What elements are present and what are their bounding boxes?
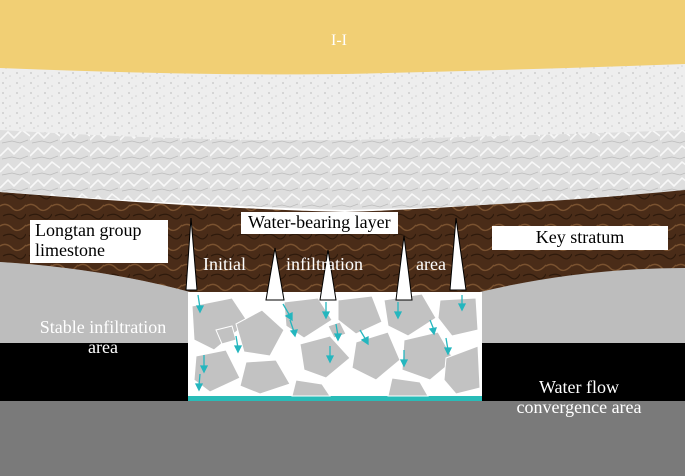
longtan-limestone-label: Longtan group limestone <box>30 220 168 263</box>
coal-band-right <box>482 343 685 401</box>
key-stratum-label: Key stratum <box>492 226 668 250</box>
seepage-arrows <box>194 294 467 392</box>
infiltration-wedges <box>185 217 467 301</box>
brown-stratum <box>0 186 685 292</box>
water-flow-line1: Water flow <box>538 377 619 397</box>
stable-line2: area <box>88 336 118 357</box>
floor-stratum <box>0 400 685 476</box>
water-flow-line2: convergence area <box>516 396 642 417</box>
longtan-line2: limestone <box>35 239 105 260</box>
marble-stratum <box>0 128 685 210</box>
area-label: area <box>416 254 446 274</box>
goaf-water-floor <box>188 396 482 401</box>
section-label: I-I <box>331 32 347 49</box>
coal-band-left <box>0 343 188 401</box>
longtan-line1: Longtan group <box>35 220 142 240</box>
water-flow-convergence-label: Water flow convergence area <box>506 377 652 418</box>
infiltration-label: infiltration <box>286 254 363 274</box>
sandstone-stratum <box>0 62 685 141</box>
stable-line1: Stable infiltration <box>39 317 167 337</box>
water-bearing-layer-label: Water-bearing layer <box>241 212 398 234</box>
initial-label: Initial <box>203 254 246 274</box>
collapsed-rocks <box>191 293 481 397</box>
stable-infiltration-label: Stable infiltration area <box>30 317 176 358</box>
top-stratum <box>0 0 685 75</box>
